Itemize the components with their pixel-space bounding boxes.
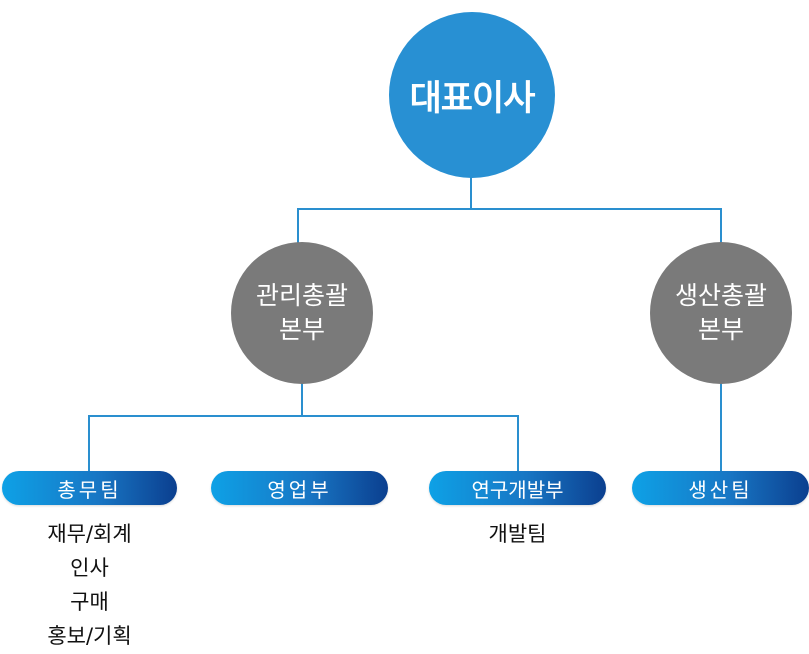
- division-label-line2: 본부: [278, 315, 325, 344]
- subitem: 재무/회계: [47, 522, 132, 546]
- division-label-line1: 생산총괄: [674, 281, 767, 310]
- connector-to-admin-division: [297, 208, 299, 244]
- team-label: 총무팀: [57, 477, 122, 502]
- admin-division-node: 관리총괄 본부: [231, 242, 373, 384]
- subitem: 홍보/기획: [47, 624, 132, 648]
- division-label-line1: 관리총괄: [255, 281, 348, 310]
- connector-admin-horizontal: [88, 415, 519, 417]
- production-division-node: 생산총괄 본부: [650, 242, 792, 384]
- connector-to-rnd: [517, 415, 519, 472]
- division-label-line2: 본부: [697, 315, 744, 344]
- connector-admin-down: [301, 382, 303, 416]
- ceo-node: 대표이사: [389, 12, 555, 178]
- general-affairs-subitems: 재무/회계 인사 구매 홍보/기획: [2, 517, 177, 653]
- rnd-subitems: 개발팀: [429, 517, 606, 551]
- team-label: 연구개발부: [471, 477, 564, 502]
- team-rnd: 연구개발부: [429, 471, 606, 505]
- subitem: 개발팀: [488, 522, 547, 546]
- subitem: 인사: [70, 556, 109, 580]
- team-general-affairs: 총무팀: [2, 471, 177, 505]
- team-sales: 영업부: [211, 471, 388, 505]
- team-label: 영업부: [267, 477, 332, 502]
- connector-ceo-down: [470, 176, 472, 209]
- ceo-label: 대표이사: [409, 78, 536, 119]
- subitem: 구매: [70, 590, 109, 614]
- team-production: 생산팀: [632, 471, 809, 505]
- connector-to-general-affairs: [88, 415, 90, 472]
- team-label: 생산팀: [688, 477, 753, 502]
- connector-ceo-horizontal: [297, 208, 722, 210]
- connector-to-production-team: [720, 383, 722, 472]
- connector-to-production-division: [720, 208, 722, 244]
